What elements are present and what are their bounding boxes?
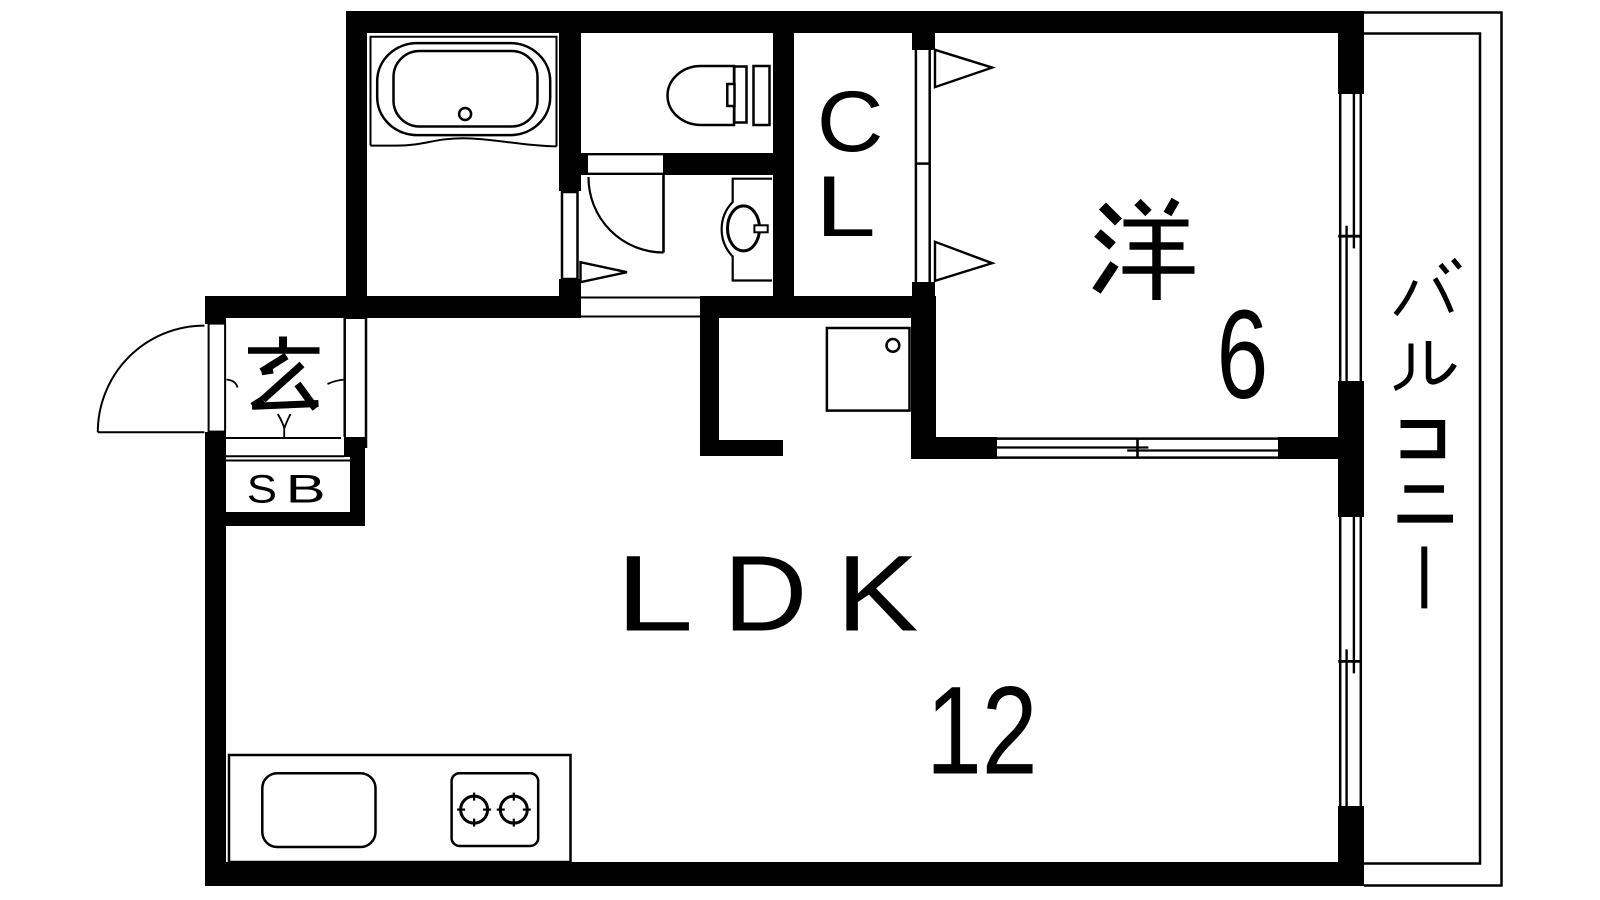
svg-text:K: K bbox=[836, 533, 918, 654]
svg-text:B: B bbox=[286, 466, 326, 511]
svg-text:D: D bbox=[723, 532, 807, 653]
svg-text:L: L bbox=[815, 158, 876, 254]
svg-text:6: 6 bbox=[1217, 285, 1269, 425]
svg-text:L: L bbox=[615, 532, 693, 653]
svg-text:S: S bbox=[247, 467, 277, 512]
svg-text:C: C bbox=[817, 73, 884, 169]
svg-text:12: 12 bbox=[926, 661, 1038, 801]
